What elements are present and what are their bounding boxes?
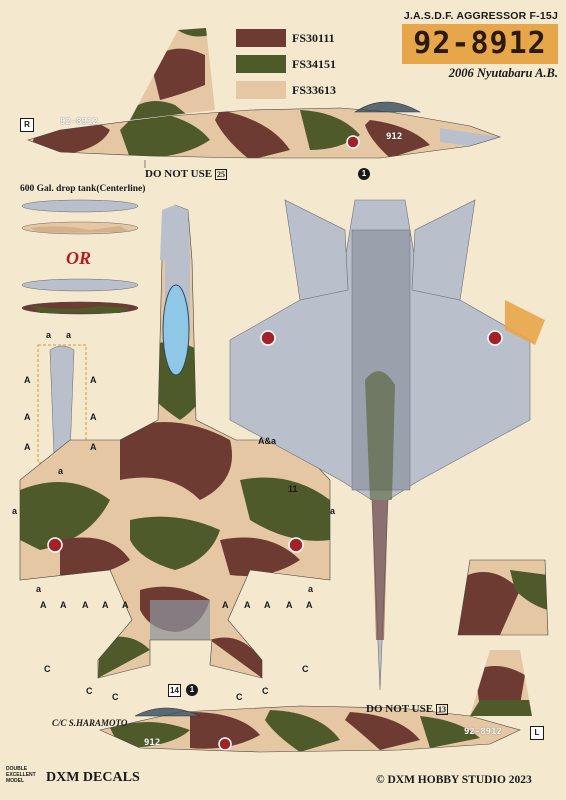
callout-a-big: A	[222, 600, 229, 610]
tank-callout: A	[90, 375, 97, 385]
decal-tag: 13	[436, 703, 449, 715]
callout-a-big: A	[40, 600, 47, 610]
underside-view	[229, 199, 545, 691]
swatch-fs33613: FS33613	[236, 80, 336, 100]
tag-1: 1	[186, 684, 198, 696]
tank-callout: a	[58, 466, 64, 476]
side-profile-top	[27, 28, 501, 168]
drop-tank-label: 600 Gal. drop tank(Centerline)	[20, 184, 146, 194]
header-subtitle: 2006 Nyutabaru A.B.	[448, 66, 558, 80]
callout-a-big: A	[264, 600, 271, 610]
brand-name: DXM DECALS	[46, 770, 140, 785]
callout-a-big: A	[244, 600, 251, 610]
do-not-use-text: DO NOT USE	[366, 703, 434, 715]
drop-tanks	[21, 199, 139, 464]
do-not-use-text: DO NOT USE	[145, 168, 213, 180]
color-chip	[236, 55, 286, 73]
decal-tag: 25	[215, 168, 228, 180]
callout-a-big: A	[82, 600, 89, 610]
side-profile-bottom	[99, 650, 532, 753]
callout-number: 1	[358, 168, 370, 180]
callout-a-big: A	[122, 600, 129, 610]
color-code: FS34151	[292, 56, 337, 71]
callout-c: C	[236, 692, 243, 702]
color-code: FS33613	[292, 82, 337, 97]
callout-a-small: a	[330, 506, 336, 516]
tail-serial-top: 92-8912	[60, 117, 98, 127]
color-chip	[236, 81, 286, 99]
tail-marker-r: R	[20, 118, 34, 132]
tank-callout: a	[46, 330, 52, 340]
callout-a-big: A	[306, 600, 313, 610]
tank-callout: a	[66, 330, 72, 340]
callout-c: C	[302, 664, 309, 674]
fin-outline	[457, 559, 549, 636]
tank-callout: A	[24, 442, 31, 452]
callout-a-small: a	[36, 584, 42, 594]
tail-marker-l: L	[530, 726, 544, 740]
header: J.A.S.D.F. AGGRESSOR F-15J 92-8912 2006 …	[402, 10, 558, 81]
callout-c: C	[262, 686, 269, 696]
tag-14: 14	[168, 684, 181, 697]
color-code: FS30111	[292, 30, 335, 45]
tank-callout: A	[24, 375, 31, 385]
swatch-fs34151: FS34151	[236, 54, 336, 74]
callout-a-small: a	[12, 506, 18, 516]
callout-c: C	[86, 686, 93, 696]
callout-a-and-a: A&a	[258, 436, 277, 446]
brand-badge: DOUBLE EXCELLENT MODEL	[6, 766, 36, 784]
swatch-fs30111: FS30111	[236, 28, 335, 48]
callout-a-big: A	[286, 600, 293, 610]
nose-number-bottom: 912	[144, 738, 161, 748]
callout-a-big: A	[60, 600, 67, 610]
tank-callout: A	[90, 442, 97, 452]
nose-number-top: 912	[386, 132, 403, 142]
header-serial: 92-8912	[402, 24, 558, 64]
color-chip	[236, 29, 286, 47]
callout-a-small: a	[308, 584, 314, 594]
callout-a-big: A	[102, 600, 109, 610]
tail-serial-bottom: 92-8912	[464, 727, 502, 737]
fin-detail	[458, 560, 548, 635]
header-title: J.A.S.D.F. AGGRESSOR F-15J	[403, 10, 558, 22]
callout-c: C	[44, 664, 51, 674]
callout-11: 11	[288, 484, 298, 494]
tank-callout: A	[90, 412, 97, 422]
pilot-name: C/C S.HARAMOTO	[52, 718, 128, 728]
tank-callout: A	[24, 412, 31, 422]
copyright: © DXM HOBBY STUDIO 2023	[376, 774, 532, 786]
or-label: OR	[66, 248, 92, 268]
callout-c: C	[112, 692, 119, 702]
